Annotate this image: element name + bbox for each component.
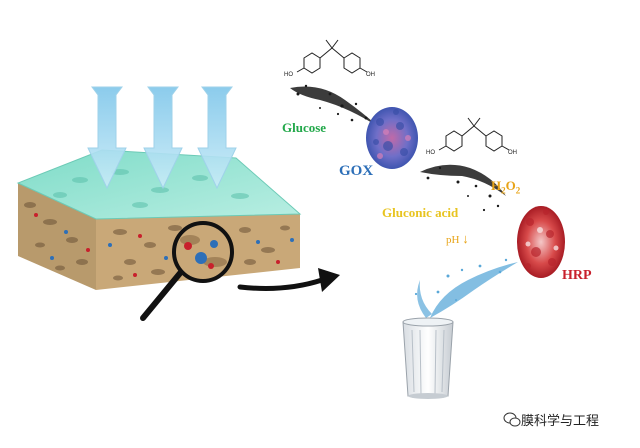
membrane-block (16, 149, 302, 290)
curved-arrow (237, 268, 340, 292)
label-h2o2: H2O2 (491, 178, 520, 196)
h2o2-sub2: 2 (515, 185, 521, 196)
oh-left-2: HO (426, 150, 435, 156)
gox-enzyme (366, 107, 418, 169)
light-arrow-2 (143, 86, 183, 190)
light-arrows (87, 86, 237, 190)
magnifier-lens (172, 221, 234, 283)
splash-stream-1 (290, 84, 380, 128)
label-hrp: HRP (562, 268, 592, 283)
magnifier-handle (140, 269, 184, 321)
oh-right-2: OH (508, 150, 517, 156)
h2o2-h: H (491, 178, 502, 193)
membrane-pore-texture (24, 202, 290, 281)
watermark-text: 膜科学与工程 (521, 414, 600, 429)
h2o2-o: O (505, 178, 516, 193)
lens-particle-blue (195, 252, 207, 264)
water-splash (414, 258, 518, 318)
bisphenol-molecule-1: HO OH (284, 39, 375, 78)
membrane-top-bubbles (53, 169, 249, 208)
light-arrow-3 (197, 86, 237, 190)
bisphenol-molecule-2: HO OH (426, 117, 517, 156)
label-glucose: Glucose (282, 120, 327, 135)
label-gox: GOX (339, 163, 374, 179)
label-gluconic-acid: Gluconic acid (382, 205, 459, 220)
ph-text: pH (446, 234, 460, 246)
h2o2-sub1: 2 (501, 185, 506, 196)
membrane-front-face (18, 183, 96, 290)
label-ph: pH ↓ (446, 231, 469, 247)
hrp-enzyme (517, 206, 565, 278)
splash-stream-2 (420, 164, 506, 212)
ph-down-arrow: ↓ (462, 231, 469, 246)
oh-right-1: OH (366, 72, 375, 78)
membrane-top-surface (16, 149, 302, 220)
magnifier (140, 221, 234, 321)
light-arrow-1 (87, 86, 127, 190)
oh-left-1: HO (284, 72, 293, 78)
wechat-logo (503, 412, 521, 427)
water-glass (402, 317, 454, 399)
lens-particle-red (184, 242, 192, 250)
